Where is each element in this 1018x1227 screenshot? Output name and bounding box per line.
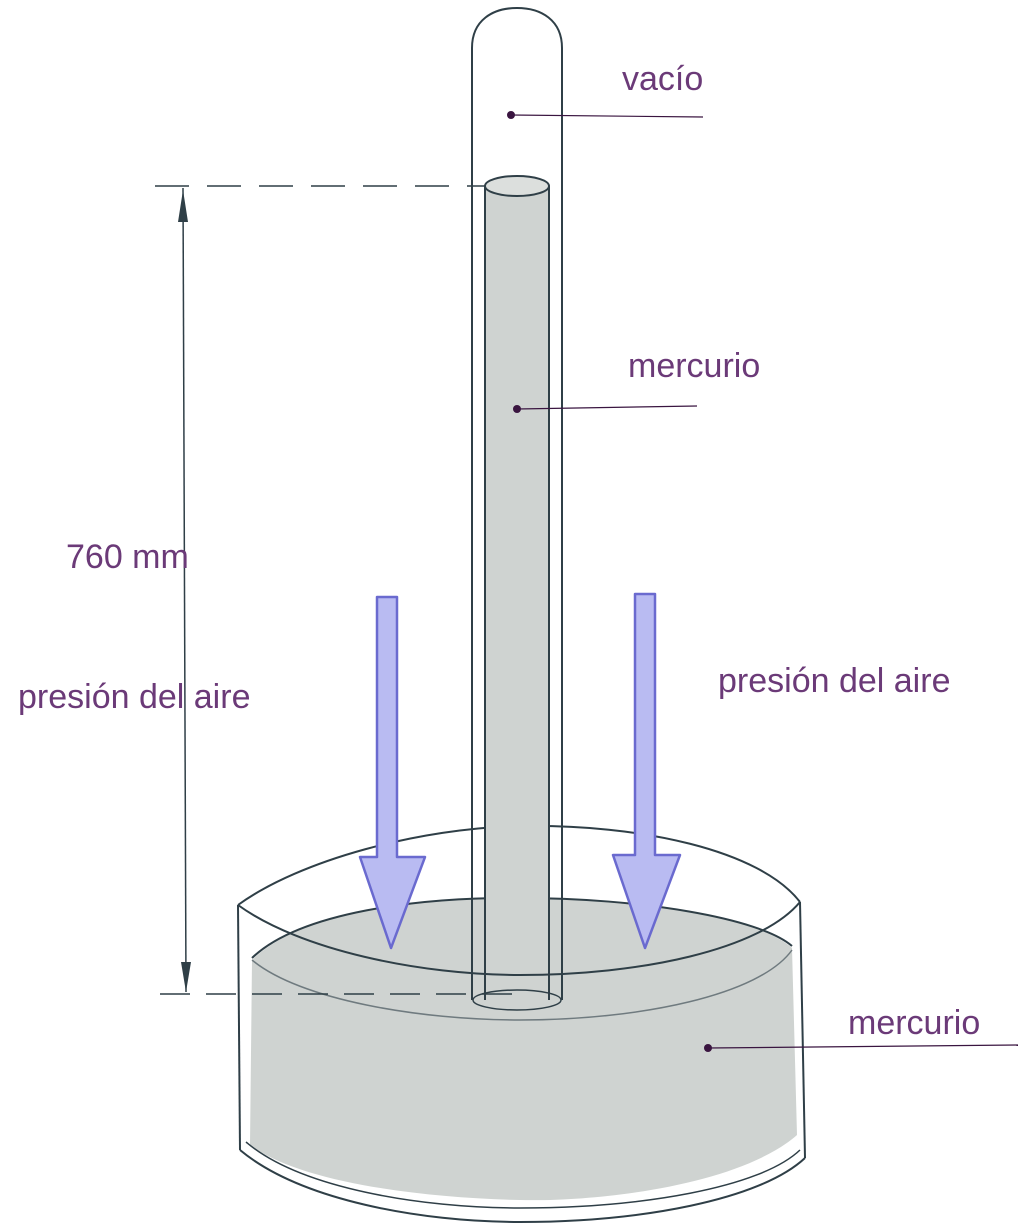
dish-front: [237, 901, 806, 1224]
leader-vacuum-dot: [507, 111, 515, 119]
dimension-arrow-top-icon: [178, 190, 188, 222]
label-dish-mercury: mercurio: [848, 1004, 981, 1042]
dimension-arrow-bottom-icon: [181, 962, 191, 992]
arrow-left-shape: [358, 595, 427, 950]
leader-column-mercury: [516, 405, 698, 410]
mercury-column-top: [484, 175, 550, 197]
air-pressure-arrow-left: [358, 595, 427, 950]
label-air-pressure-right: presión del aire: [718, 662, 951, 700]
label-air-pressure-left: presión del aire: [18, 678, 251, 716]
label-vacuum: vacío: [622, 60, 704, 98]
glass-tube-outline: [471, 6, 563, 1000]
height-dimension: [155, 185, 520, 995]
label-height: 760 mm: [66, 538, 189, 576]
arrow-right-shape: [611, 592, 682, 950]
dish-left-wall: [237, 904, 241, 1151]
tube-bottom-opening: [472, 989, 562, 1011]
leader-dish-mercury-dot: [704, 1044, 712, 1052]
leader-dish-mercury: [707, 1044, 1018, 1049]
leader-column-mercury-dot: [513, 405, 521, 413]
label-column-mercury: mercurio: [628, 347, 761, 385]
mercury-column: [486, 184, 548, 1004]
dish-bottom: [239, 1149, 806, 1224]
leader-vacuum: [510, 114, 704, 118]
dish-front-rim: [237, 901, 801, 977]
dish-mercury-surface-front: [251, 949, 793, 1021]
dimension-line: [182, 187, 187, 993]
dish-mercury-body: [250, 897, 797, 1201]
leader-lines: [507, 111, 1018, 1052]
dish-right-wall: [799, 901, 806, 1159]
air-pressure-arrow-right: [611, 592, 682, 950]
dish-bottom-inner: [245, 1141, 801, 1209]
glass-tube: [471, 6, 563, 1011]
